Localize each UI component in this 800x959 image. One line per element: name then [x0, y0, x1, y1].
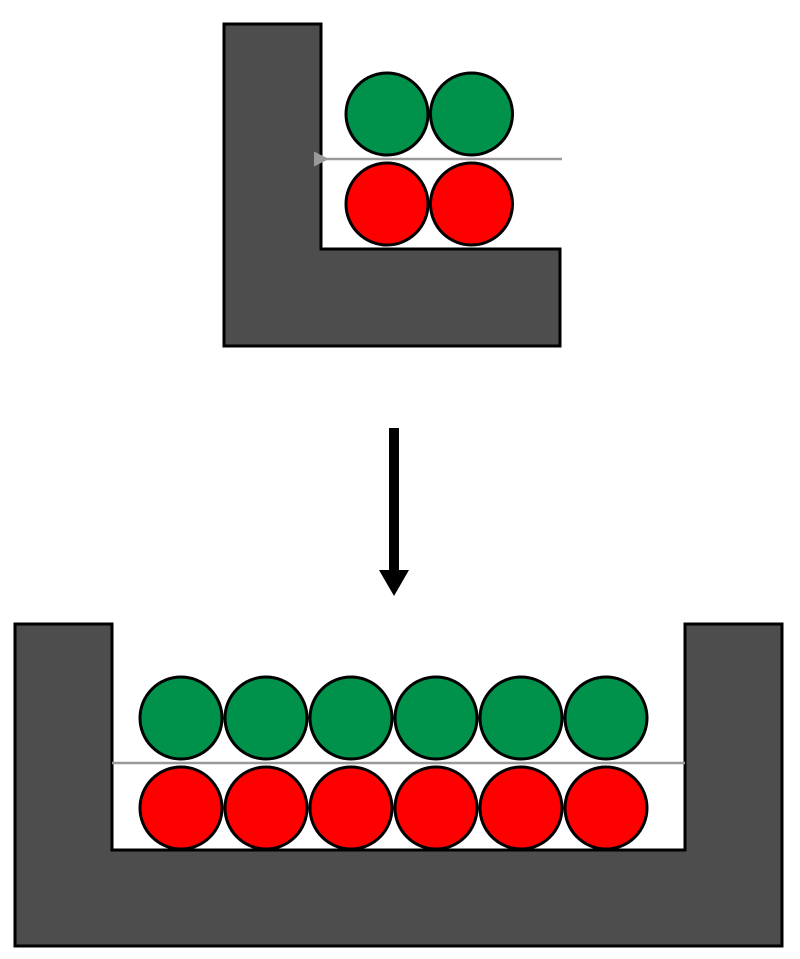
red-ball	[429, 161, 514, 247]
green-ball	[344, 71, 430, 157]
bottom-figure	[13, 622, 784, 948]
red-ball	[344, 161, 430, 247]
green-ball	[223, 675, 309, 761]
l-shaped-wall	[222, 22, 562, 348]
red-ball	[138, 765, 224, 851]
green-ball	[478, 675, 564, 761]
red-ball	[223, 765, 309, 851]
down-arrow-icon	[379, 428, 409, 596]
green-ball	[563, 675, 649, 761]
bottom-ball-group	[138, 675, 649, 851]
arrow-head	[379, 570, 409, 596]
red-ball	[563, 765, 649, 851]
top-figure	[222, 22, 562, 348]
arrow-shaft	[389, 428, 399, 570]
red-ball	[393, 765, 479, 851]
u-shaped-wall	[13, 622, 784, 948]
green-ball	[429, 71, 514, 157]
red-ball	[308, 765, 394, 851]
green-ball	[138, 675, 224, 761]
red-ball	[478, 765, 564, 851]
green-ball	[393, 675, 479, 761]
top-ball-group	[344, 71, 514, 247]
green-ball	[308, 675, 394, 761]
